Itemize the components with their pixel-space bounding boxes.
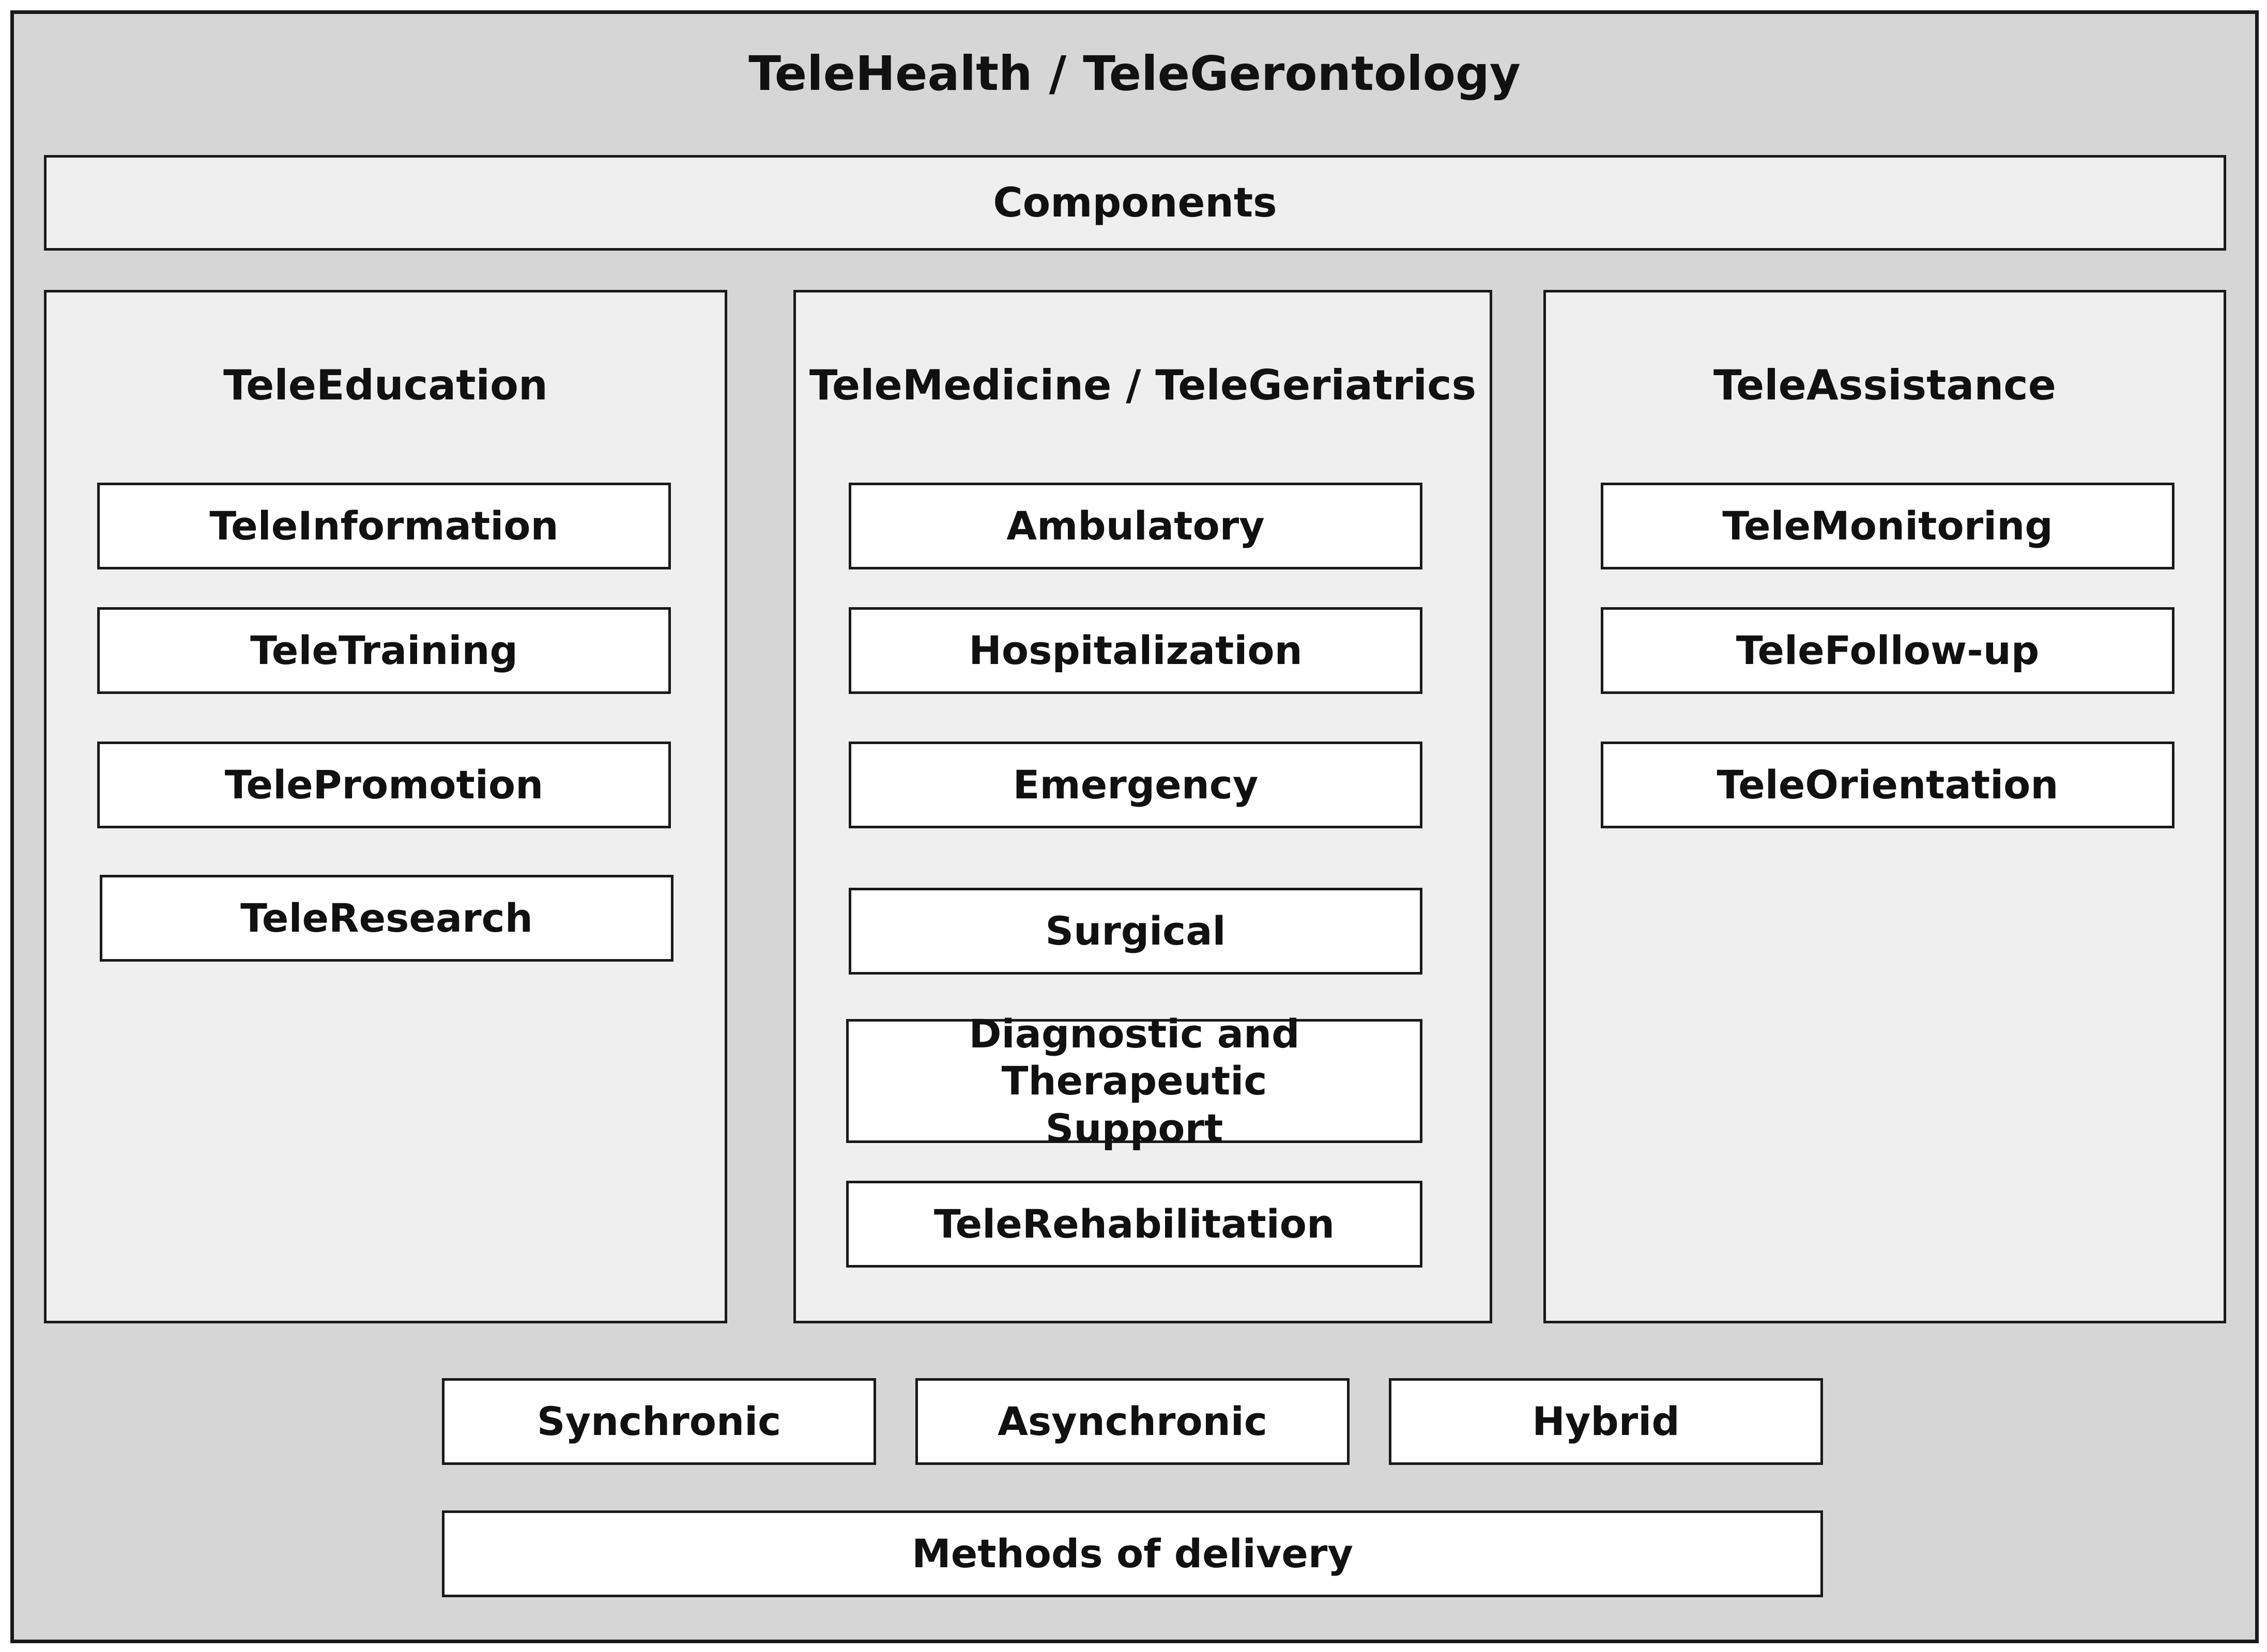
delivery-synchronic: Synchronic	[442, 1378, 876, 1465]
item-surgical: Surgical	[849, 888, 1422, 975]
components-header: Components	[44, 155, 2226, 251]
item-hospitalization: Hospitalization	[849, 607, 1422, 694]
item-emergency: Emergency	[849, 742, 1422, 828]
item-teleorientation: TeleOrientation	[1601, 742, 2174, 828]
item-telemonitoring: TeleMonitoring	[1601, 483, 2174, 569]
diagram-frame: TeleHealth / TeleGerontology Components …	[10, 10, 2259, 1643]
item-ambulatory: Ambulatory	[849, 483, 1422, 569]
item-diagnostic-therapeutic-support: Diagnostic and Therapeutic Support	[846, 1011, 1422, 1151]
item-teleresearch: TeleResearch	[100, 875, 673, 962]
item-teletraining: TeleTraining	[97, 607, 671, 694]
delivery-methods-label: Methods of delivery	[442, 1510, 1823, 1597]
item-teleinformation: TeleInformation	[97, 483, 671, 569]
panel-title-telemedicine: TeleMedicine / TeleGeriatrics	[809, 361, 1477, 409]
panel-title-teleassistance: TeleAssistance	[1713, 361, 2056, 409]
delivery-hybrid: Hybrid	[1389, 1378, 1823, 1465]
panel-teleassistance: TeleAssistance TeleMonitoring TeleFollow…	[1543, 290, 2226, 1323]
item-telerehabilitation: TeleRehabilitation	[846, 1181, 1422, 1268]
panel-title-teleeducation: TeleEducation	[223, 361, 548, 409]
item-telepromotion: TelePromotion	[97, 742, 671, 828]
diagram-title: TeleHealth / TeleGerontology	[748, 46, 1521, 101]
panel-telemedicine: TeleMedicine / TeleGeriatrics Ambulatory…	[793, 290, 1492, 1323]
delivery-asynchronic: Asynchronic	[915, 1378, 1350, 1465]
item-telefollow-up: TeleFollow-up	[1601, 607, 2174, 694]
panel-teleeducation: TeleEducation TeleInformation TeleTraini…	[44, 290, 727, 1323]
